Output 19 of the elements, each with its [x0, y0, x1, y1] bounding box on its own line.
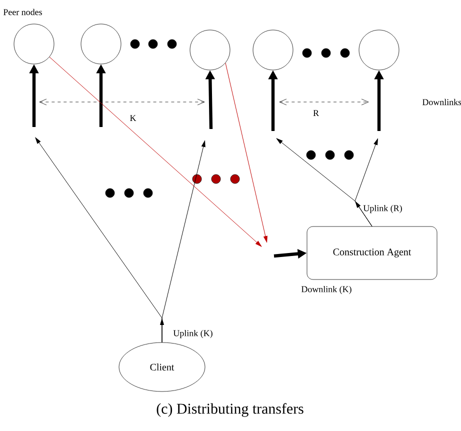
text-label: K [130, 115, 136, 121]
text-label: R [313, 110, 319, 116]
text-label: Peer nodes [3, 8, 42, 16]
process-box: Construction Agent [306, 226, 438, 280]
edge-label: Downlink (K) [301, 286, 352, 294]
text-label: Downlinks [422, 98, 461, 106]
peer-circle [80, 24, 122, 64]
peer-circle [358, 30, 400, 70]
peer-circle [190, 30, 230, 70]
ellipse-node: Client [118, 342, 206, 392]
edge-label: Uplink (K) [173, 330, 212, 338]
peer-circle [14, 24, 54, 64]
peer-circle [252, 30, 294, 70]
edge-label: Uplink (R) [363, 204, 402, 214]
arrow [49, 56, 262, 247]
arrow [225, 62, 268, 242]
arrow [354, 138, 378, 227]
caption: (c) Distributing transfers [156, 403, 304, 417]
arrow [162, 140, 206, 343]
